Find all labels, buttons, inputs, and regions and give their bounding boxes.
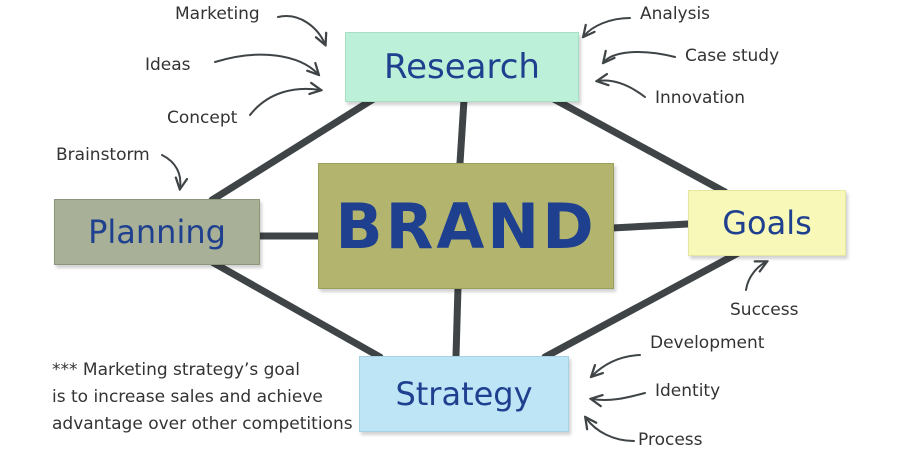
- arrow-development: [592, 354, 641, 376]
- arrow-concept: [249, 89, 320, 116]
- line-goals-strategy: [541, 248, 744, 361]
- strategy-box: Strategy: [359, 356, 569, 432]
- arrow-case-study: [604, 52, 676, 62]
- label-ideas: Ideas: [145, 55, 191, 75]
- planning-box: Planning: [54, 199, 260, 265]
- label-process: Process: [638, 430, 703, 450]
- arrow-analysis: [584, 17, 631, 36]
- arrow-innovation: [598, 81, 646, 98]
- label-innovation: Innovation: [655, 88, 746, 108]
- arrow-identity: [592, 392, 646, 400]
- line-research-goals: [548, 94, 729, 196]
- line-center-strategy: [452, 283, 462, 360]
- note-line-1: *** Marketing strategy’s goal: [52, 360, 300, 380]
- arrow-ideas: [214, 53, 318, 74]
- line-research-planning: [208, 94, 379, 204]
- arrow-marketing: [277, 15, 325, 44]
- line-center-goals: [608, 220, 692, 232]
- line-planning-strategy: [208, 258, 384, 361]
- research-box: Research: [345, 32, 579, 102]
- arrow-process: [586, 418, 635, 442]
- label-success: Success: [730, 300, 799, 320]
- goals-box: Goals: [688, 190, 846, 256]
- label-concept: Concept: [167, 108, 238, 128]
- label-marketing: Marketing: [175, 4, 260, 24]
- label-case-study: Case study: [685, 46, 780, 66]
- label-analysis: Analysis: [640, 4, 711, 24]
- label-brainstorm: Brainstorm: [56, 145, 150, 165]
- arrow-success: [745, 262, 766, 291]
- label-development: Development: [650, 333, 765, 353]
- arrow-brainstorm: [161, 154, 180, 188]
- note-line-2: is to increase sales and achieve: [52, 387, 323, 407]
- label-identity: Identity: [655, 381, 721, 401]
- brand-center-box: BRAND: [318, 163, 614, 289]
- note-line-3: advantage over other competitions: [52, 414, 353, 434]
- line-center-research: [456, 96, 468, 167]
